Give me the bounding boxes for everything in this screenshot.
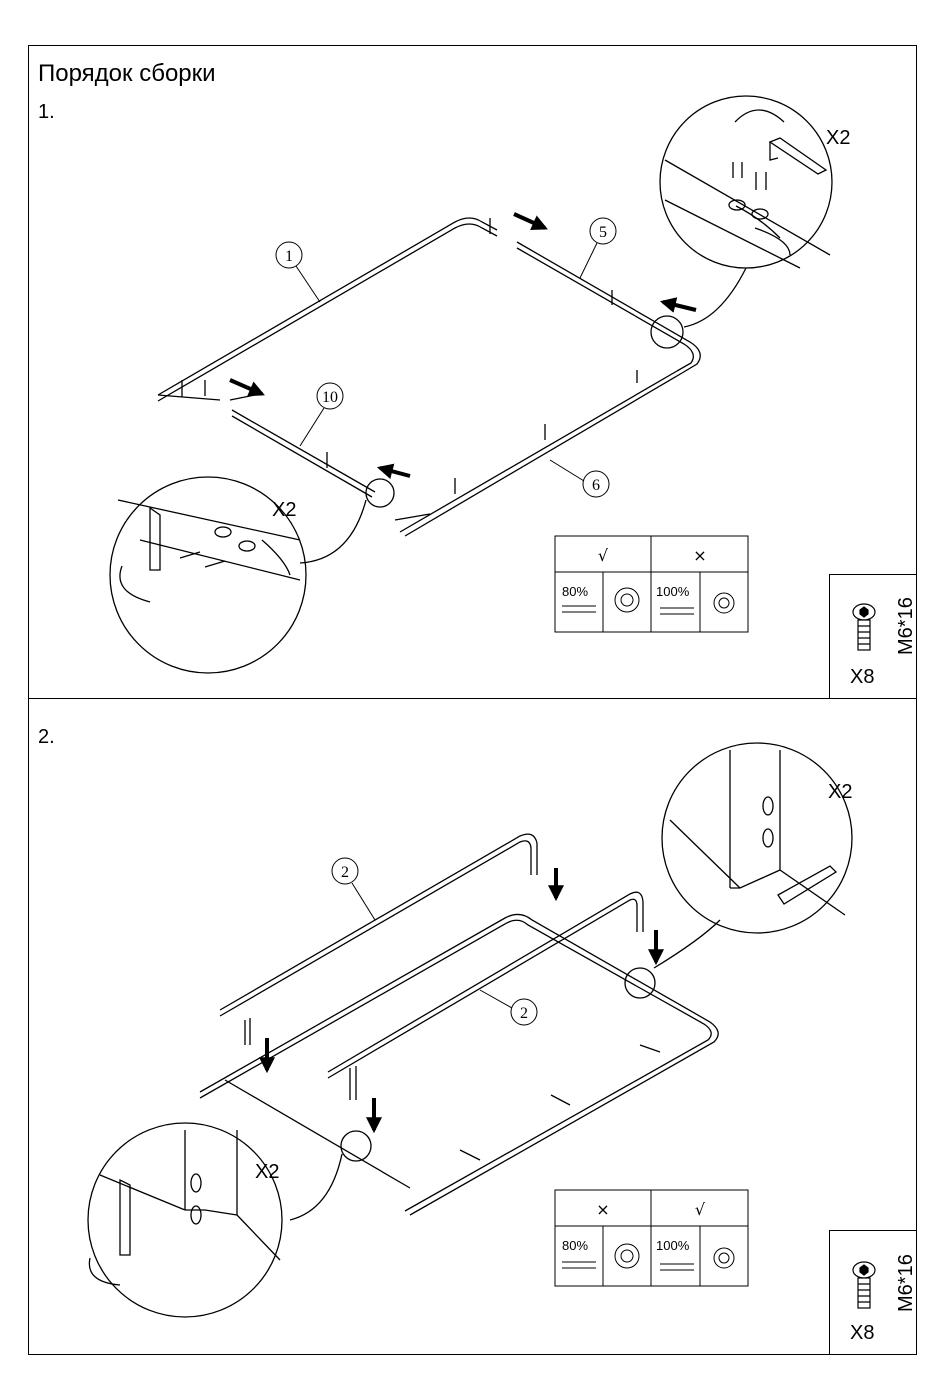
step-1-callout-1: 1 xyxy=(285,248,293,265)
step-2-right-percent: 100% xyxy=(656,1238,690,1253)
step-2-left-mark: × xyxy=(596,1200,609,1219)
step-2-callout-2b: 2 xyxy=(520,1005,528,1022)
step-2-left-percent: 80% xyxy=(562,1238,588,1253)
step-1-tightness-table xyxy=(554,535,749,633)
step-2-screw-count: X8 xyxy=(850,1322,875,1344)
step-2-screw-size: M6*16 xyxy=(895,1254,917,1312)
page-frame xyxy=(28,45,917,1355)
step-2-screw-box xyxy=(829,1230,917,1355)
step-1-callout-5: 5 xyxy=(599,224,607,241)
step-1-screw-box xyxy=(829,574,917,698)
step-2-detail-bottom-quantity: X2 xyxy=(255,1161,279,1183)
step-2-frame-drawing xyxy=(87,742,853,1318)
step-1-callout-10: 10 xyxy=(322,389,338,406)
page-title: Порядок сборки xyxy=(38,60,216,87)
step-2-detail-top-quantity: X2 xyxy=(828,781,852,803)
bolt-icon xyxy=(852,603,876,651)
step-1-screw-count: X8 xyxy=(850,666,875,688)
step-1-bad-mark: × xyxy=(693,546,706,565)
step-1-screw-size: M6*16 xyxy=(895,597,917,655)
step-1-good-mark: √ xyxy=(598,546,609,565)
step-2-arrows xyxy=(259,868,664,1134)
step-divider xyxy=(28,698,917,699)
step-1-detail-top-quantity: X2 xyxy=(826,127,850,149)
step-1-good-percent: 80% xyxy=(562,584,588,599)
step-2-right-mark: √ xyxy=(695,1200,706,1219)
step-1-callout-6: 6 xyxy=(592,477,600,494)
step-2-tightness-table xyxy=(554,1189,749,1287)
step-1-detail-bottom-quantity: X2 xyxy=(272,499,296,521)
step-2-part-callouts xyxy=(331,857,538,1026)
bolt-icon xyxy=(852,1261,876,1309)
step-1-arrows xyxy=(229,212,697,480)
step-1-part-callouts xyxy=(275,217,617,498)
step-1-frame-drawing xyxy=(109,95,833,674)
step-2-callout-2a: 2 xyxy=(341,864,349,881)
step-1-bad-percent: 100% xyxy=(656,584,690,599)
step-2-number: 2. xyxy=(38,726,55,748)
step-1-number: 1. xyxy=(38,101,55,123)
